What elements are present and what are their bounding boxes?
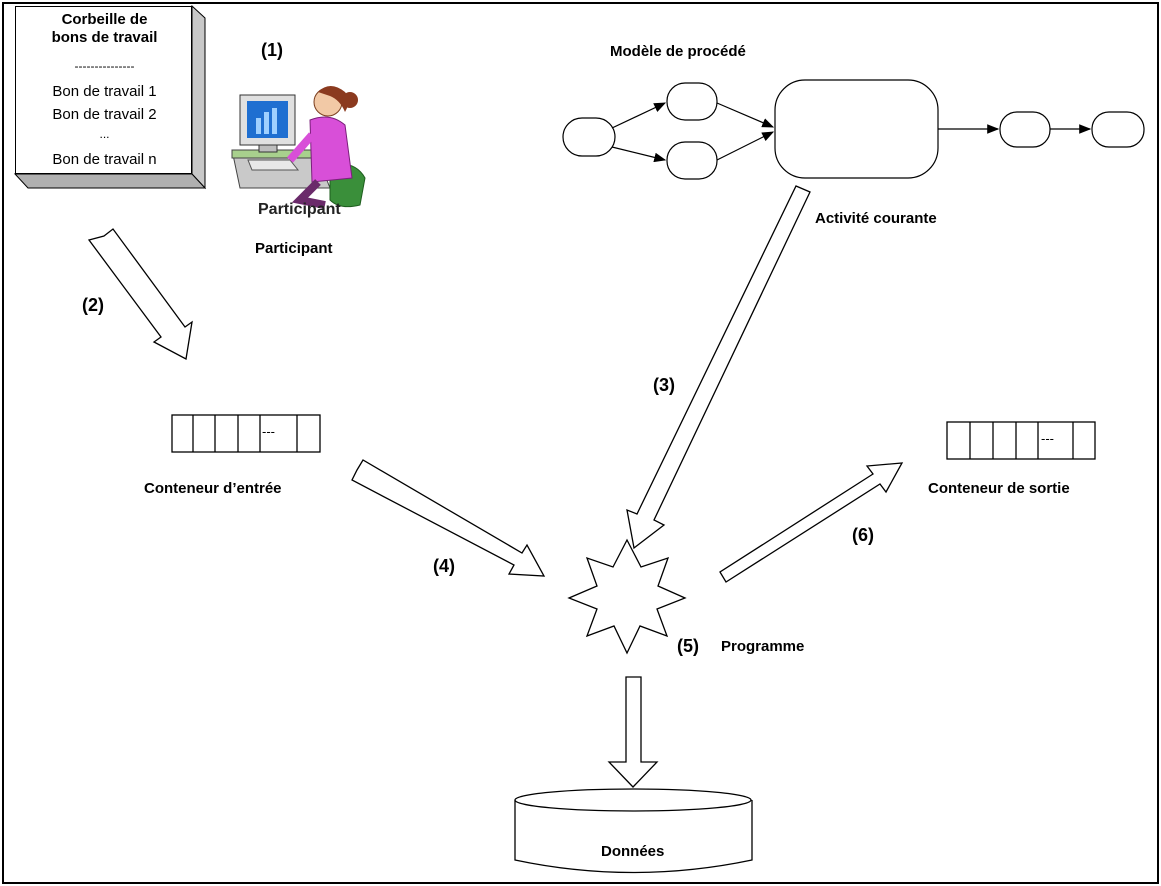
participant-clipart-icon (231, 86, 366, 209)
data-store-label: Données (601, 843, 665, 860)
current-activity-label: Activité courante (815, 210, 937, 227)
output-container-cells (946, 421, 1096, 460)
output-container-ellipsis: --- (1041, 431, 1054, 446)
participant-label: Participant (255, 240, 333, 257)
step-4-label: (4) (433, 556, 455, 576)
arrow-data (607, 676, 659, 788)
process-node-upper (666, 82, 718, 121)
hollow-arrows (87, 185, 904, 788)
process-node-start (562, 117, 616, 157)
process-node-lower (666, 141, 718, 180)
step-2-label: (2) (82, 295, 104, 315)
program-star-icon (567, 538, 687, 655)
step-6-label: (6) (852, 525, 874, 545)
input-container-label: Conteneur d’entrée (144, 480, 282, 497)
basket-item: Bon de travail 2 (52, 106, 157, 123)
step-3-label: (3) (653, 375, 675, 395)
basket-title-line2: bons de travail (51, 29, 158, 46)
process-model (562, 79, 1145, 180)
work-basket-box (13, 4, 207, 190)
basket-item: Bon de travail n (52, 151, 157, 168)
output-container-label: Conteneur de sortie (928, 480, 1070, 497)
basket-title: Corbeille de bons de travail (16, 11, 193, 47)
data-store-cylinder (514, 788, 753, 874)
program-label: Programme (721, 638, 805, 655)
process-model-title: Modèle de procédé (610, 43, 746, 60)
arrow-2 (87, 228, 193, 360)
work-basket: Corbeille de bons de travail -----------… (15, 6, 192, 174)
basket-separator: --------------- (74, 59, 135, 73)
basket-title-line1: Corbeille de (61, 11, 148, 28)
participant-overlay-label: Participant (258, 201, 341, 218)
process-node-next (999, 111, 1051, 148)
step-1-label: (1) (261, 40, 283, 60)
step-5-label: (5) (677, 636, 699, 656)
input-container-ellipsis: --- (262, 424, 275, 439)
arrow-3 (626, 185, 811, 550)
process-node-end (1091, 111, 1145, 148)
arrow-6 (719, 462, 904, 583)
input-container-cells (171, 414, 321, 453)
process-node-current-activity (774, 79, 939, 179)
basket-item: ... (99, 127, 110, 141)
basket-item: Bon de travail 1 (52, 83, 157, 100)
arrow-4 (351, 459, 546, 577)
